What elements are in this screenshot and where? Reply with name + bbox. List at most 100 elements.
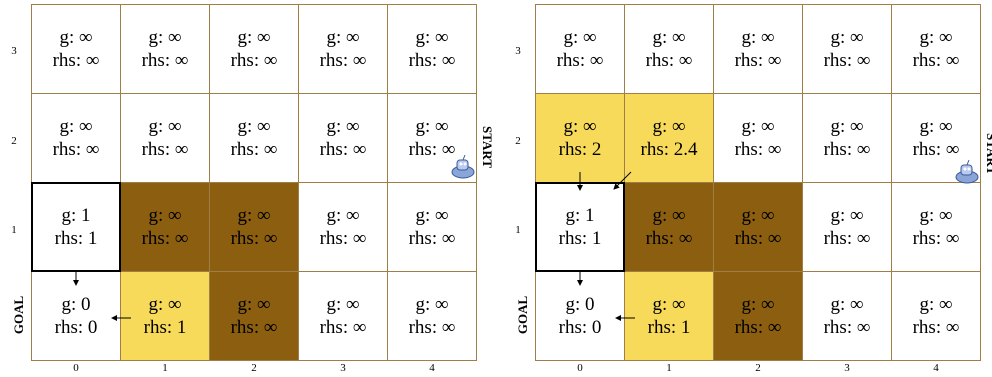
rhs-value: rhs: ∞ [408,317,456,338]
grid-cell: g: ∞rhs: ∞ [209,182,299,272]
rhs-value: rhs: 2.4 [640,139,698,160]
rhs-value: rhs: ∞ [408,139,456,160]
rhs-value: rhs: 1 [54,228,98,249]
rhs-value: rhs: ∞ [230,317,278,338]
rhs-value: rhs: ∞ [556,50,604,71]
rhs-value: rhs: ∞ [230,50,278,71]
g-value: g: ∞ [148,205,182,226]
rhs-value: rhs: ∞ [319,228,367,249]
grid-cell: g: ∞rhs: ∞ [713,93,803,183]
g-value: g: ∞ [237,27,271,48]
goal-label: GOAL [11,295,27,335]
col-label-2: 2 [755,362,761,374]
g-value: g: ∞ [59,116,93,137]
grid-cell: g: ∞rhs: 2 [535,93,625,183]
grid-cell: g: ∞rhs: 1 [624,271,714,361]
grid-cell: g: ∞rhs: ∞ [891,4,981,94]
left-grid: g: ∞rhs: ∞g: ∞rhs: ∞g: ∞rhs: ∞g: ∞rhs: ∞… [31,4,477,361]
rhs-value: rhs: ∞ [319,50,367,71]
grid-cell: g: ∞rhs: ∞ [624,4,714,94]
rhs-value: rhs: ∞ [230,139,278,160]
g-value: g: 1 [565,205,595,226]
g-value: g: ∞ [830,205,864,226]
rhs-value: rhs: ∞ [912,228,960,249]
rhs-value: rhs: 1 [558,228,602,249]
g-value: g: ∞ [919,116,953,137]
g-value: g: ∞ [919,27,953,48]
grid-cell: g: ∞rhs: ∞ [891,182,981,272]
rhs-value: rhs: ∞ [52,50,100,71]
grid-cell: g: ∞rhs: ∞ [713,4,803,94]
rhs-value: rhs: ∞ [823,139,871,160]
g-value: g: ∞ [741,116,775,137]
g-value: g: ∞ [652,205,686,226]
rhs-value: rhs: ∞ [319,139,367,160]
grid-cell: g: ∞rhs: ∞ [298,182,388,272]
rhs-value: rhs: 1 [143,317,187,338]
rhs-value: rhs: ∞ [141,139,189,160]
g-value: g: ∞ [148,27,182,48]
g-value: g: ∞ [326,27,360,48]
g-value: g: ∞ [326,116,360,137]
col-label-0: 0 [73,362,79,374]
row-label-3: 3 [515,45,521,57]
right-grid: g: ∞rhs: ∞g: ∞rhs: ∞g: ∞rhs: ∞g: ∞rhs: ∞… [535,4,981,361]
grid-cell: g: ∞rhs: ∞ [387,93,477,183]
row-label-1: 1 [515,224,521,236]
rhs-value: rhs: ∞ [823,317,871,338]
col-label-0: 0 [577,362,583,374]
g-value: g: ∞ [415,27,449,48]
rhs-value: rhs: ∞ [408,228,456,249]
grid-cell: g: ∞rhs: ∞ [298,93,388,183]
grid-cell: g: ∞rhs: ∞ [802,182,892,272]
rhs-value: rhs: ∞ [734,50,782,71]
grid-cell: g: ∞rhs: ∞ [387,271,477,361]
g-value: g: ∞ [652,116,686,137]
grid-cell: g: ∞rhs: ∞ [31,93,121,183]
grid-cell: g: ∞rhs: ∞ [713,271,803,361]
g-value: g: ∞ [919,294,953,315]
col-label-4: 4 [429,362,435,374]
g-value: g: 0 [565,294,595,315]
rhs-value: rhs: ∞ [141,228,189,249]
g-value: g: ∞ [741,294,775,315]
rhs-value: rhs: ∞ [734,139,782,160]
row-label-2: 2 [11,135,17,147]
rhs-value: rhs: 2 [558,139,602,160]
grid-cell: g: ∞rhs: ∞ [802,271,892,361]
row-label-2: 2 [515,135,521,147]
g-value: g: ∞ [830,27,864,48]
grid-cell: g: ∞rhs: ∞ [713,182,803,272]
rhs-value: rhs: ∞ [734,317,782,338]
g-value: g: ∞ [652,294,686,315]
g-value: g: ∞ [415,294,449,315]
grid-cell: g: ∞rhs: ∞ [120,93,210,183]
g-value: g: ∞ [326,205,360,226]
rhs-value: rhs: ∞ [912,317,960,338]
rhs-value: rhs: ∞ [230,228,278,249]
col-label-1: 1 [666,362,672,374]
grid-cell: g: ∞rhs: ∞ [802,93,892,183]
rhs-value: rhs: ∞ [645,228,693,249]
grid-cell: g: ∞rhs: ∞ [891,271,981,361]
grid-cell: g: ∞rhs: ∞ [535,4,625,94]
rhs-value: rhs: ∞ [645,50,693,71]
col-label-1: 1 [162,362,168,374]
rhs-value: rhs: ∞ [319,317,367,338]
g-value: g: ∞ [741,27,775,48]
g-value: g: ∞ [237,116,271,137]
grid-cell: g: ∞rhs: ∞ [298,4,388,94]
grid-cell: g: ∞rhs: ∞ [802,4,892,94]
grid-cell: g: ∞rhs: ∞ [31,4,121,94]
g-value: g: ∞ [237,294,271,315]
grid-cell: g: ∞rhs: 1 [120,271,210,361]
col-label-3: 3 [340,362,346,374]
start-label: START [983,133,992,175]
rhs-value: rhs: ∞ [408,50,456,71]
rhs-value: rhs: ∞ [734,228,782,249]
g-value: g: ∞ [148,116,182,137]
g-value: g: 1 [61,205,91,226]
